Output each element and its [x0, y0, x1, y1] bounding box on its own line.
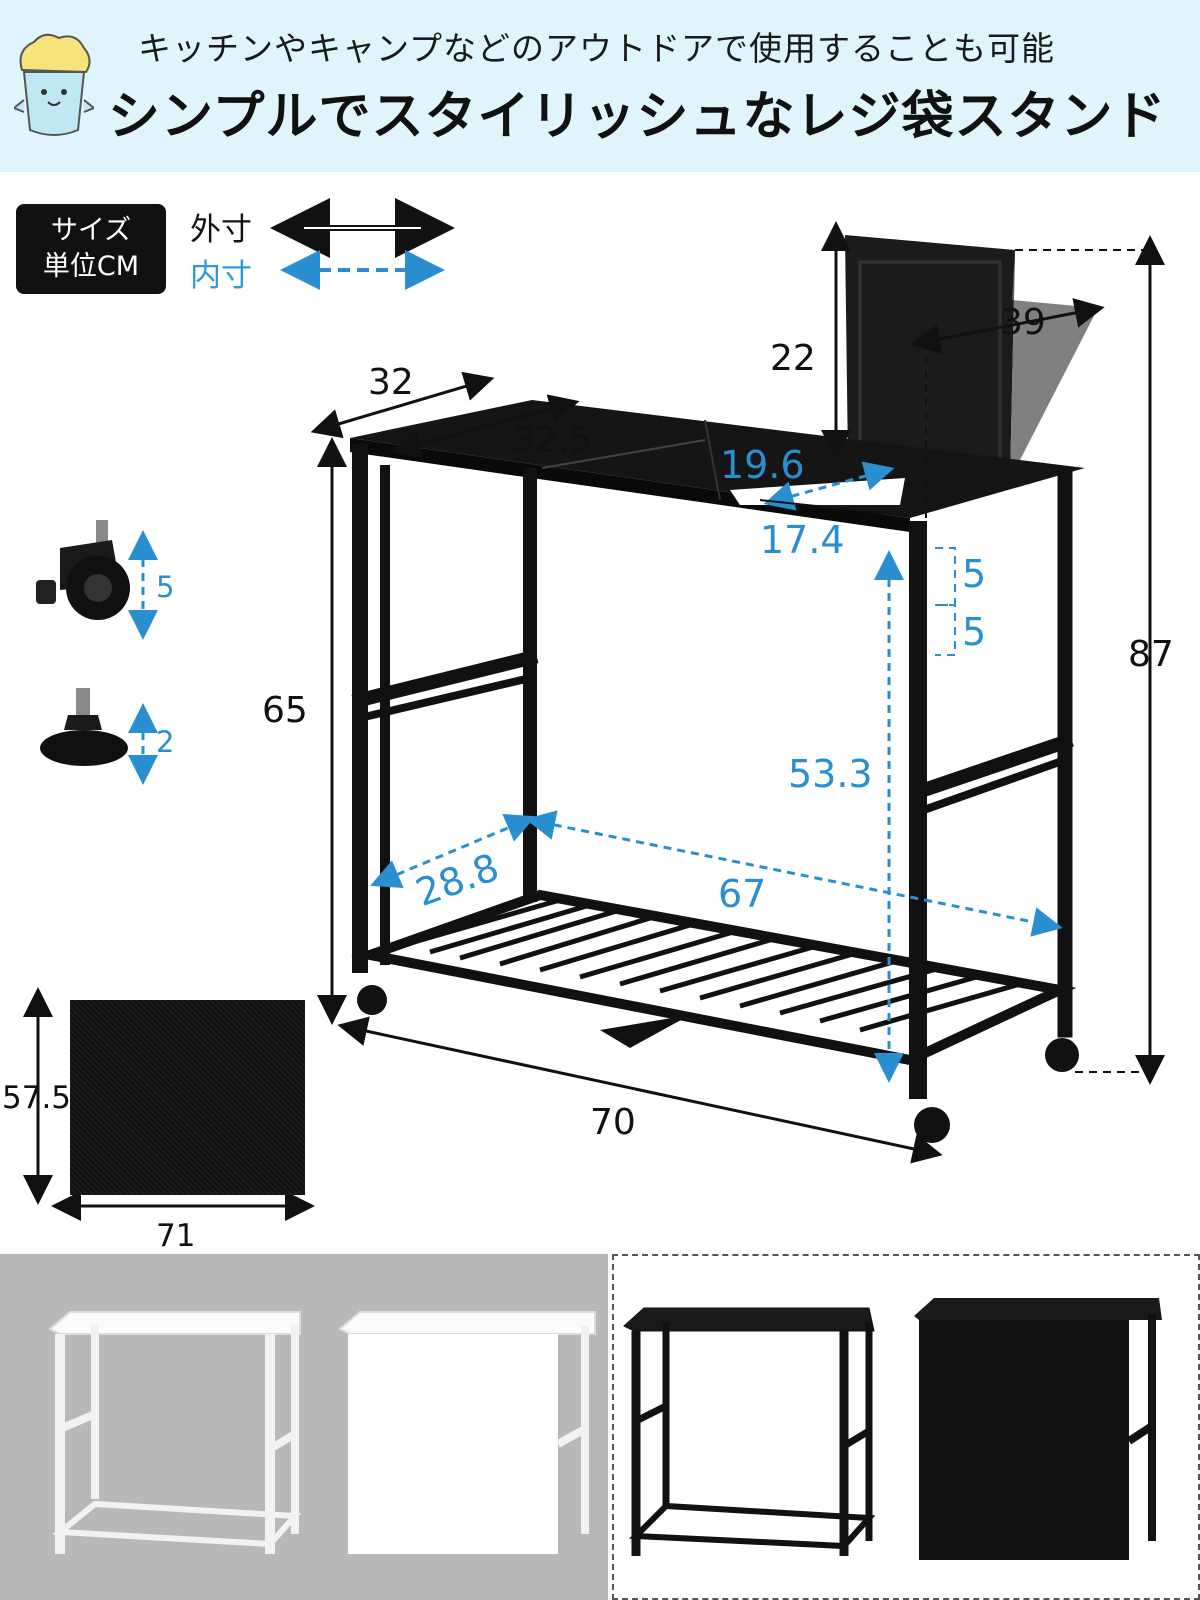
dim-top-depth-inner: 32.5: [512, 420, 593, 461]
dim-felt-height: 57.5: [2, 1080, 72, 1116]
badge-line-1: サイズ: [50, 215, 132, 246]
header-title: シンプルでスタイリッシュなレジ袋スタンド: [108, 87, 1167, 147]
dim-lid-width: 39: [1000, 302, 1046, 343]
dim-hook-spacing-2: 5: [962, 610, 987, 654]
bottom-shelf: [351, 889, 1077, 1066]
dim-shelf-width: 67: [718, 872, 767, 916]
dim-total-height: 87: [1128, 634, 1174, 675]
dim-frame-height: 65: [262, 690, 308, 731]
dim-caster-height: 5: [156, 570, 175, 604]
dim-top-depth-outer: 32: [368, 362, 414, 403]
caster-wheel-icon: [36, 520, 130, 620]
dim-felt-width: 71: [156, 1218, 196, 1254]
dim-inner-height: 53.3: [788, 752, 873, 796]
header-banner: キッチンやキャンプなどのアウトドアで使用することも可能 シンプルでスタイリッシュ…: [0, 0, 1200, 172]
dim-adjuster-height: 2: [156, 725, 175, 759]
outer-dimension-lines: [310, 221, 1165, 1164]
black-stand-variants: [623, 1298, 1162, 1560]
badge-line-2: 単位CM: [42, 251, 140, 282]
felt-dimension-lines: [23, 987, 315, 1221]
mascot-icon: [14, 33, 94, 136]
adjuster-foot-icon: [40, 688, 128, 766]
white-variants-panel: [0, 1254, 608, 1600]
legend-outer-label: 外寸: [190, 212, 252, 248]
felt-sheet: [70, 1000, 305, 1195]
dim-bag-opening-width: 19.6: [720, 443, 805, 487]
dim-total-width: 70: [590, 1102, 636, 1143]
stand-casters: [357, 985, 1079, 1143]
black-covered-stand-icon: [914, 1298, 1162, 1560]
white-stand-variants: [48, 1311, 596, 1554]
white-open-stand-icon: [48, 1311, 302, 1554]
inner-dimension-lines: [128, 342, 1063, 1083]
black-open-stand-icon: [623, 1307, 876, 1556]
black-variants-panel: [612, 1254, 1200, 1600]
size-unit-badge: サイズ 単位CM: [16, 204, 166, 294]
dim-hook-spacing-1: 5: [962, 552, 987, 596]
dim-bag-opening-depth: 17.4: [760, 518, 845, 562]
white-covered-stand-icon: [338, 1311, 596, 1554]
header-subtitle: キッチンやキャンプなどのアウトドアで使用することも可能: [138, 29, 1056, 68]
legend-inner-label: 内寸: [190, 258, 252, 294]
dim-lid-height: 22: [770, 338, 816, 379]
